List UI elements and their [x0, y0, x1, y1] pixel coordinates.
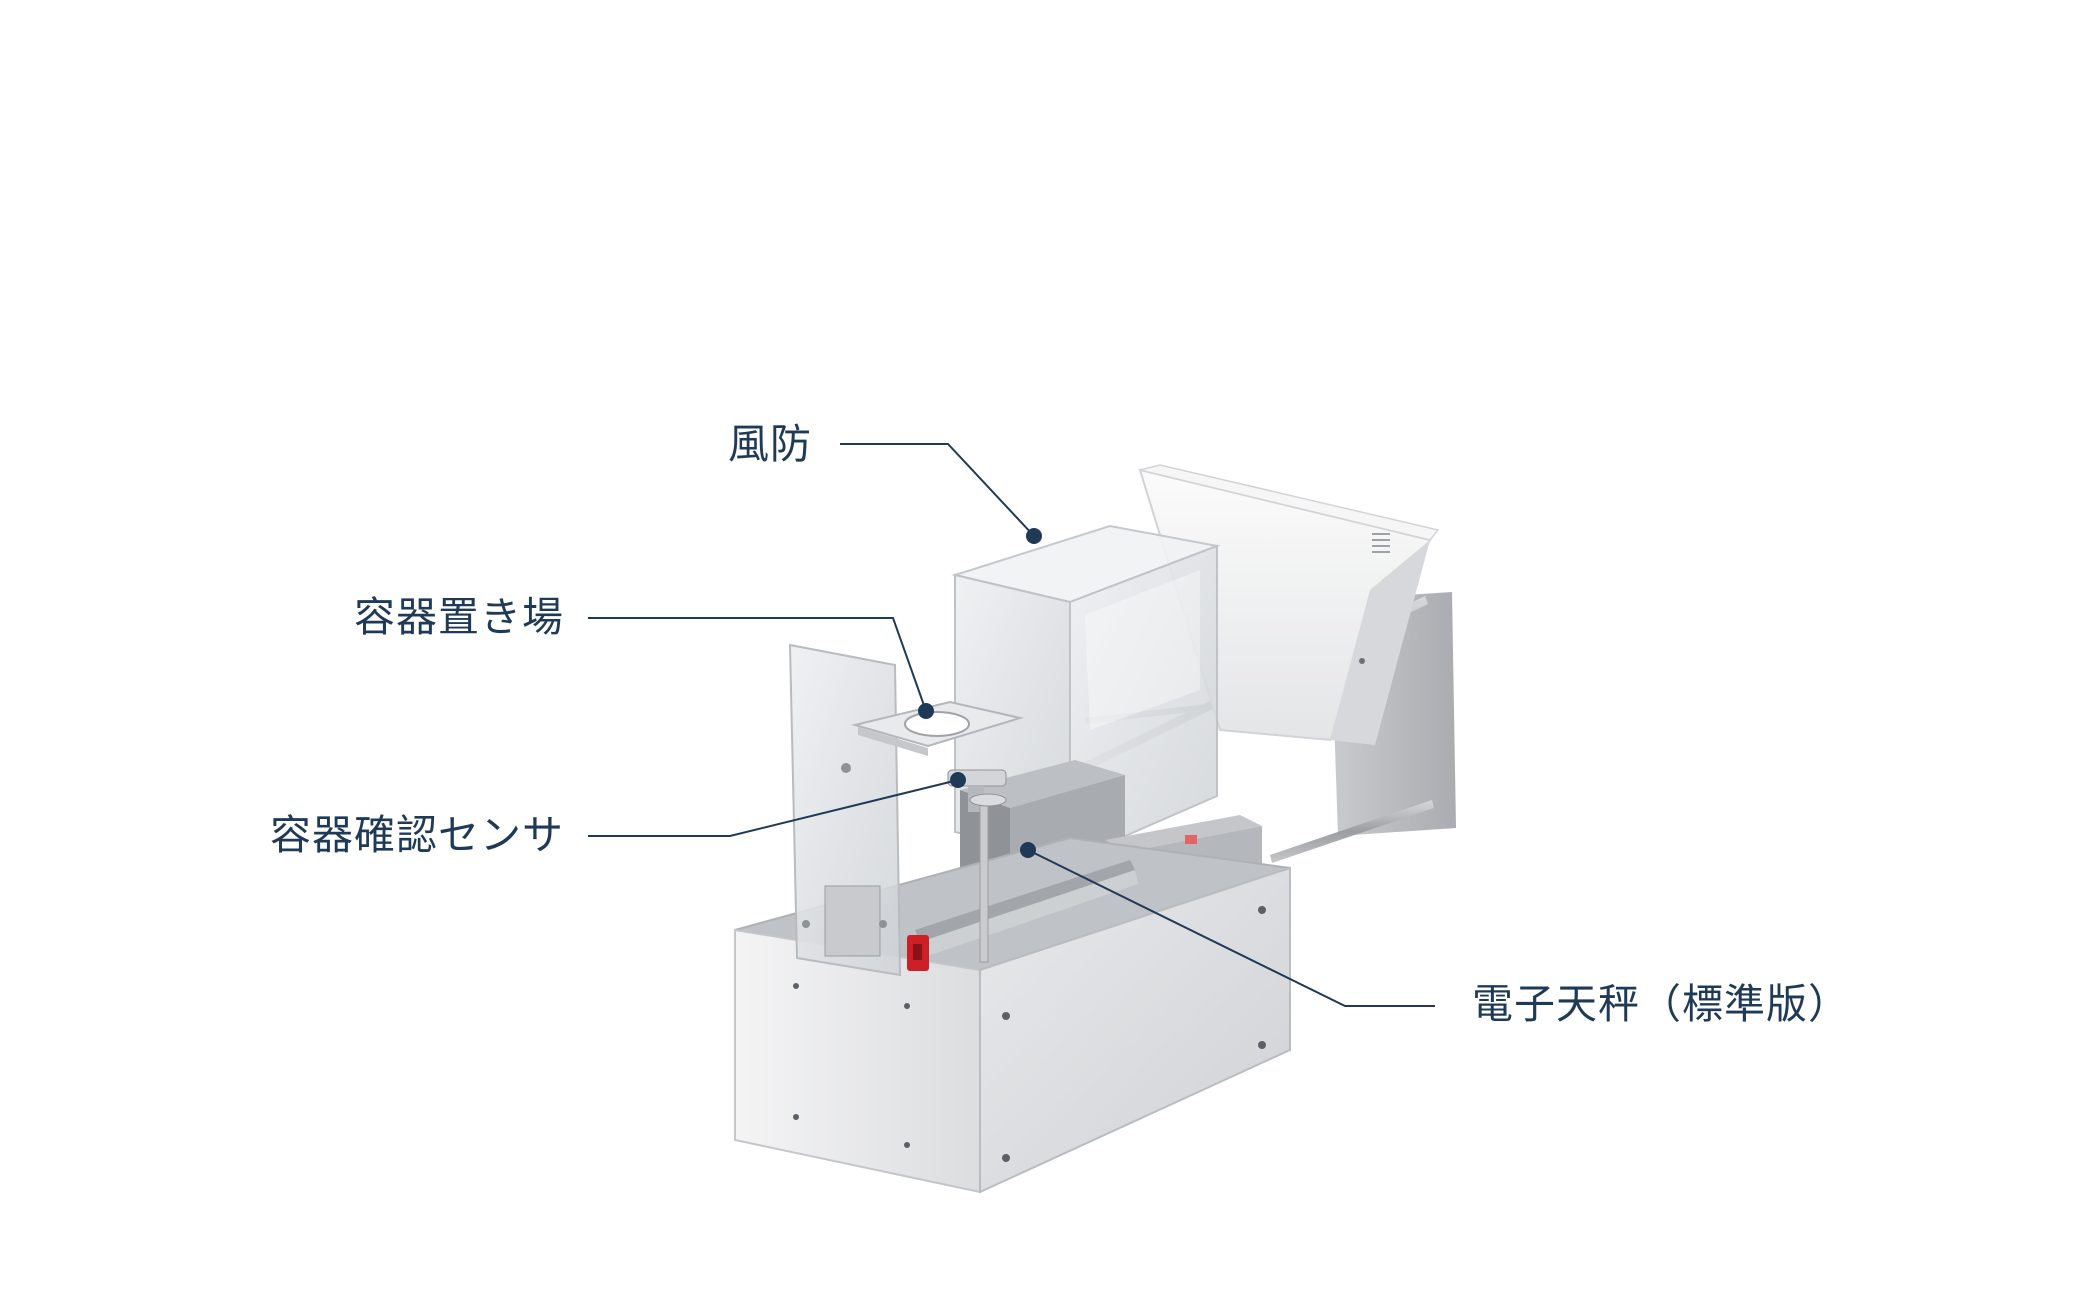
dot-container-stage — [918, 703, 934, 719]
dot-balance — [1020, 842, 1036, 858]
front-glass-panel — [788, 643, 902, 977]
front-rail — [915, 860, 1138, 958]
leader-container-sensor — [588, 779, 959, 837]
callout-container-sensor-label: 容器確認センサ — [270, 811, 564, 859]
callout-container-stage-label: 容器置き場 — [354, 593, 564, 641]
leader-container-stage — [588, 617, 927, 712]
callout-windshield-label: 風防 — [728, 420, 812, 468]
leader-balance — [1027, 849, 1435, 1007]
container-stage — [851, 700, 1024, 756]
leader-lines — [588, 443, 1435, 1007]
red-handle — [907, 935, 929, 971]
leader-windshield — [840, 443, 1035, 537]
dot-container-sensor — [950, 772, 966, 788]
callout-balance-label: 電子天秤（標準版） — [1472, 980, 1850, 1028]
dot-windshield — [1026, 528, 1042, 544]
callout-dots — [918, 528, 1042, 858]
